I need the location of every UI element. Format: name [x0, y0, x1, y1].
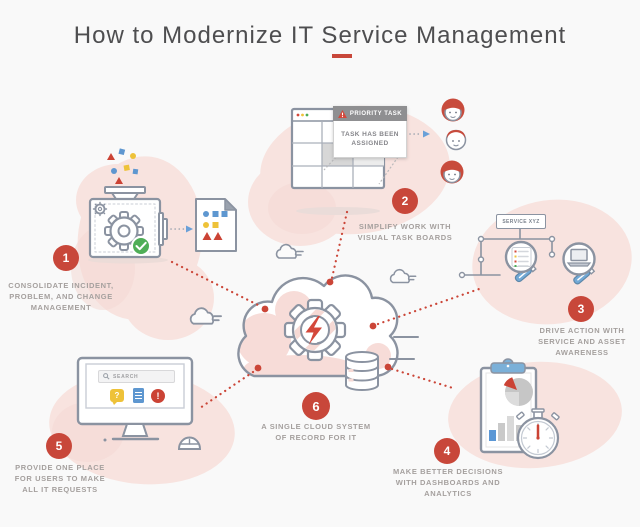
service-tree [458, 227, 556, 279]
search-label: SEARCH [113, 373, 139, 380]
window-shadow [296, 207, 380, 215]
service-xyz-box: SERVICE XYZ [496, 214, 546, 229]
check-icon [131, 236, 151, 256]
dotted-connector [390, 367, 458, 391]
search-bar: SEARCH [98, 370, 175, 383]
window-dot-yellow [301, 113, 304, 117]
dotted-connector [198, 370, 255, 410]
pink-blob [122, 256, 214, 340]
pink-blob [472, 199, 632, 325]
database-icon [345, 351, 379, 391]
step-label-3: DRIVE ACTION WITH SERVICE AND ASSET AWAR… [538, 326, 626, 357]
step-label-2: SIMPLIFY WORK WITH VISUAL TASK BOARDS [357, 222, 453, 242]
assign-arrow [409, 130, 430, 138]
output-arrow [170, 225, 193, 233]
cloud-illustration [189, 243, 419, 391]
help-bubble-icon: ? [110, 389, 124, 405]
pie-chart-icon [503, 377, 533, 406]
step-label-5: PROVIDE ONE PLACE FOR USERS TO MAKE ALL … [14, 463, 106, 494]
avatar-woman-1 [441, 98, 465, 122]
monitor-stand [121, 423, 149, 437]
machine-illustration [88, 148, 237, 264]
step-badge-1: 1 [53, 245, 79, 271]
machine-outlet-flange [162, 218, 168, 240]
search-icon [103, 373, 110, 380]
dotted-connector [376, 286, 484, 326]
popup-body: TASK HAS BEEN ASSIGNED [333, 121, 407, 158]
sync-arrows-icon [302, 316, 328, 344]
popup-title: PRIORITY TASK [349, 110, 403, 117]
step-badge-6: 6 [302, 392, 330, 420]
step-label-1: CONSOLIDATE INCIDENT, PROBLEM, AND CHANG… [8, 281, 114, 312]
mouse-icon [177, 436, 202, 450]
service-map-illustration [458, 227, 596, 285]
warning-icon [337, 109, 347, 118]
window-dot-green [305, 113, 309, 117]
magnifier-laptop-icon [562, 242, 596, 285]
stopwatch-icon [516, 408, 560, 460]
alert-icon: ! [151, 389, 165, 403]
dotted-connector [330, 210, 349, 280]
avatar-woman-2 [440, 160, 464, 184]
lightning-icon [305, 316, 322, 345]
page-title: How to Modernize IT Service Management [73, 22, 567, 49]
small-gear-icon [92, 201, 108, 217]
request-doc-icon [133, 388, 144, 403]
falling-shapes [107, 148, 139, 184]
machine-gear-icon [104, 211, 144, 251]
title-underline [332, 54, 352, 58]
document-icon [195, 198, 237, 252]
step-badge-5: 5 [46, 433, 72, 459]
dashboard-illustration [479, 358, 560, 460]
popup-header: PRIORITY TASK [333, 106, 407, 121]
magnifier-servers-icon [504, 240, 538, 283]
gear-icon [283, 298, 347, 362]
step-badge-4: 4 [434, 438, 460, 464]
window-dot-red [296, 113, 300, 117]
step-label-6: A SINGLE CLOUD SYSTEM OF RECORD FOR IT [261, 422, 371, 442]
pink-blob-patch [268, 182, 336, 234]
dotted-connector [170, 260, 262, 308]
step-label-4: MAKE BETTER DECISIONS WITH DASHBOARDS AN… [392, 467, 504, 498]
avatar-man [445, 129, 467, 151]
popup-callout-lines [323, 156, 399, 185]
machine-shadow [88, 256, 168, 264]
priority-task-popup: PRIORITY TASK TASK HAS BEEN ASSIGNED [333, 106, 407, 158]
step-badge-3: 3 [568, 296, 594, 322]
connector-lines [170, 210, 484, 410]
connector-dots [254, 278, 392, 372]
step-badge-2: 2 [392, 188, 418, 214]
speed-lines [389, 336, 419, 360]
